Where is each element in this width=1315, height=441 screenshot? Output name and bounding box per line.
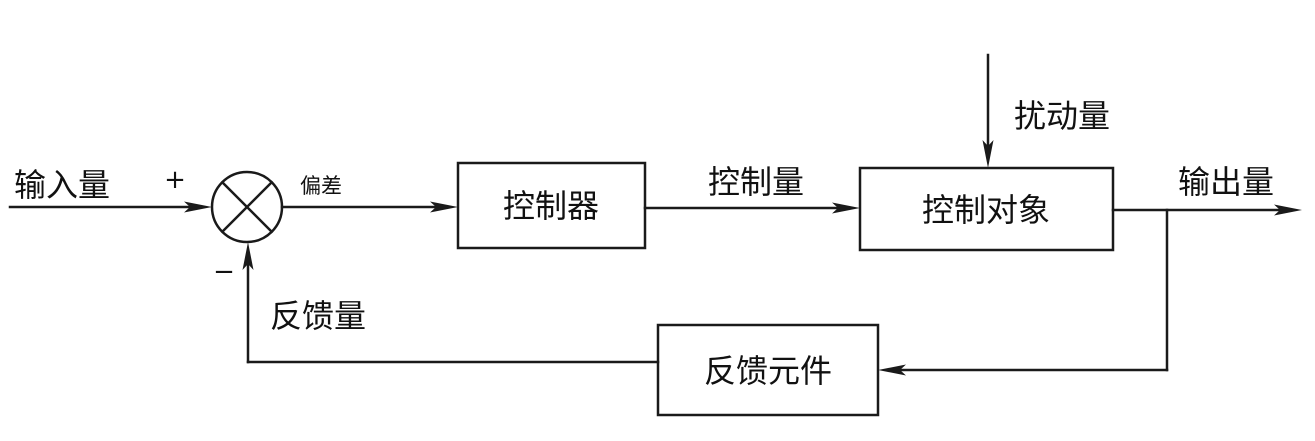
control-label: 控制量 xyxy=(708,163,804,201)
disturbance-label: 扰动量 xyxy=(1014,97,1110,135)
feedback-label: 反馈量 xyxy=(270,297,366,335)
output-arrowhead xyxy=(1274,204,1302,216)
summing-junction xyxy=(210,170,284,244)
control-arrow xyxy=(643,202,860,214)
output-label: 输出量 xyxy=(1178,163,1274,201)
controller-block: 控制器 xyxy=(456,161,647,250)
feedback-return-path xyxy=(878,208,1169,376)
error-arrow xyxy=(280,201,458,213)
feedback-element-box xyxy=(656,323,880,417)
output-arrow xyxy=(1111,204,1302,216)
input-arrow xyxy=(8,201,212,213)
error-arrowhead xyxy=(430,201,458,213)
feedback-element-label: 反馈元件 xyxy=(704,352,832,390)
error-label: 偏差 xyxy=(300,174,342,198)
summing-junction-cross-b xyxy=(220,180,274,234)
feedback-signal-path xyxy=(242,242,660,364)
disturbance-arrow xyxy=(982,53,994,168)
feedback-return-arrowhead xyxy=(878,364,906,376)
plant-box xyxy=(858,166,1115,252)
plant-label: 控制对象 xyxy=(922,191,1050,229)
plus-sign: + xyxy=(164,165,186,195)
input-label: 输入量 xyxy=(14,166,110,204)
disturbance-arrowhead xyxy=(982,140,994,168)
controller-label: 控制器 xyxy=(503,187,599,225)
feedback-signal-arrowhead xyxy=(242,242,254,270)
input-arrowhead xyxy=(184,201,212,213)
plant-block: 控制对象 xyxy=(858,166,1115,252)
control-arrowhead xyxy=(832,202,860,214)
feedback-element-block: 反馈元件 xyxy=(656,323,880,417)
controller-box xyxy=(456,161,647,250)
minus-sign: − xyxy=(213,257,235,287)
